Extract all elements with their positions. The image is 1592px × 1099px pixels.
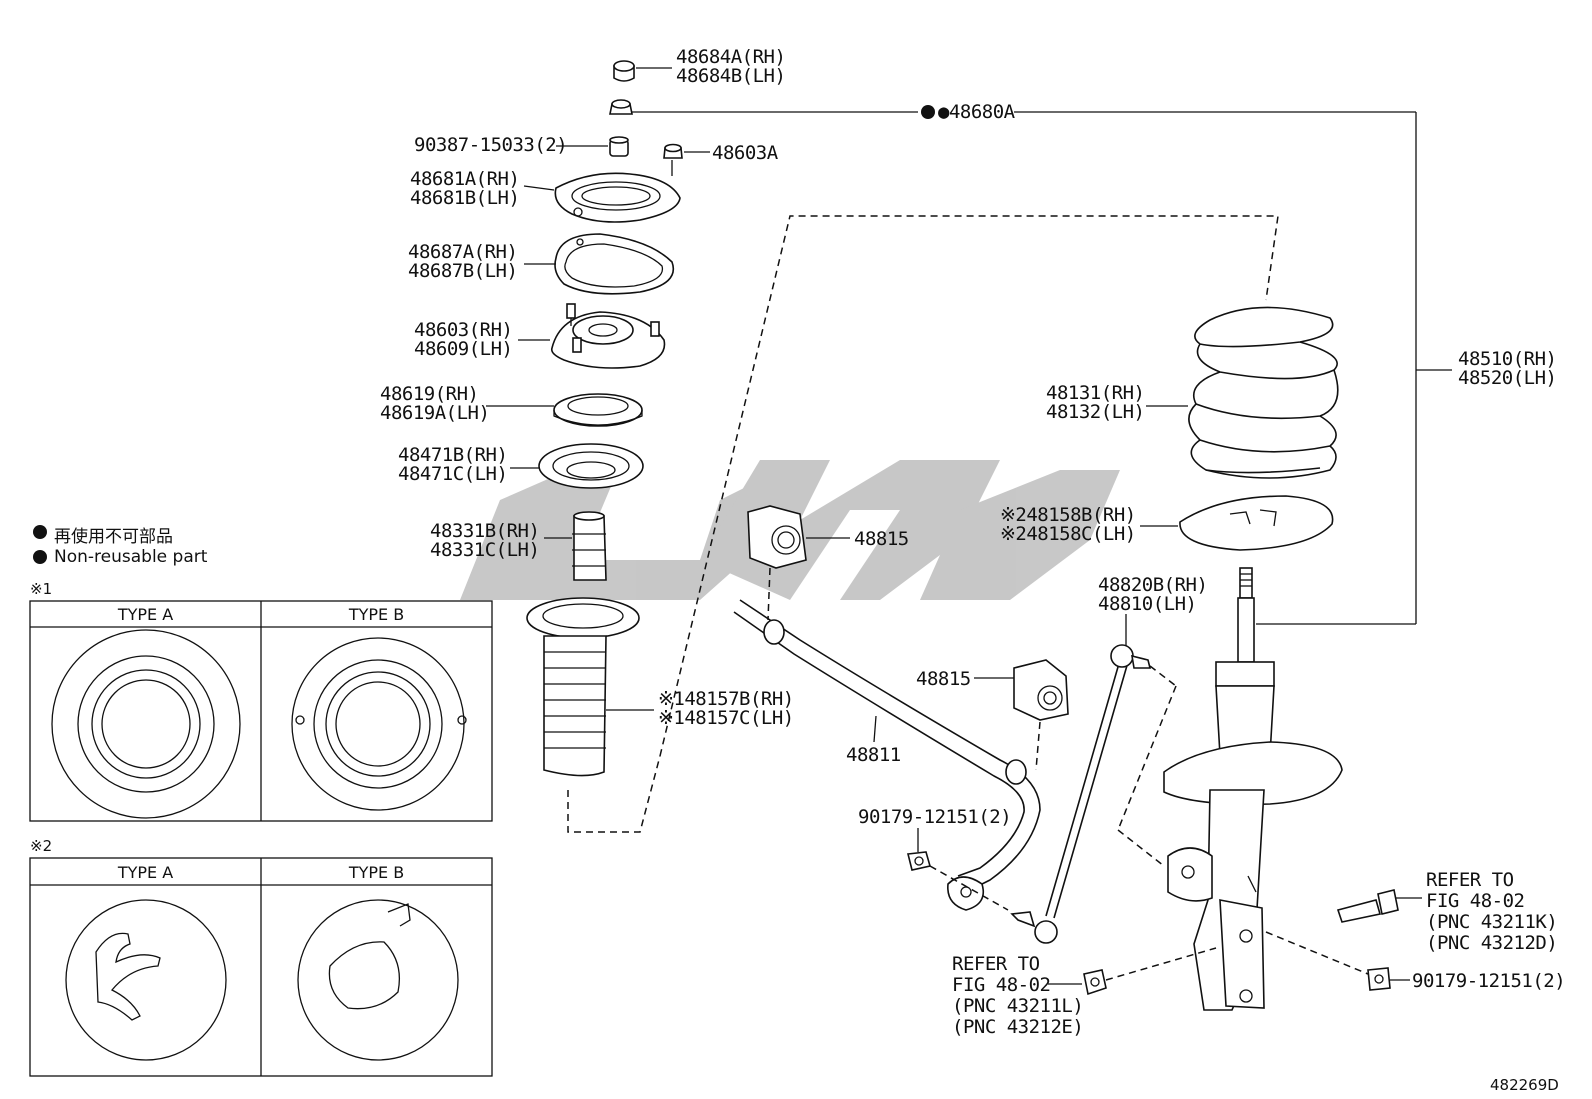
insulator-48681-icon xyxy=(554,172,681,223)
table-2-marker: ※2 xyxy=(30,837,53,855)
type-table-2 xyxy=(29,857,493,1077)
spring-insulator-48158-icon xyxy=(1179,495,1334,551)
nut-48680a-icon xyxy=(609,99,633,115)
bolt-right-icon xyxy=(1336,889,1399,923)
label-48811: 48811 xyxy=(846,744,901,766)
label-48471: 48471B(RH)48471C(LH) xyxy=(398,444,508,485)
group-bracket-top xyxy=(659,215,1279,757)
dust-boot-type-a-icon xyxy=(51,629,241,819)
spring-insulator-type-b-icon xyxy=(297,899,459,1061)
table-1-type-a-title: TYPE A xyxy=(117,605,174,624)
leader-48811 xyxy=(873,715,877,743)
table-2-type-b-title: TYPE B xyxy=(348,863,405,882)
bushing-48815a-icon xyxy=(747,505,807,569)
label-48815b: 48815 xyxy=(916,668,971,690)
label-48820: 48820B(RH)48810(LH) xyxy=(1098,574,1208,615)
dust-boot-48157-icon xyxy=(526,597,640,777)
table-2-type-a-title: TYPE A xyxy=(117,863,174,882)
dash-link-strut xyxy=(1117,829,1165,867)
label-90179b: 90179-12151(2) xyxy=(1412,970,1566,992)
type-table-1 xyxy=(29,600,493,822)
label-48815a: 48815 xyxy=(854,528,909,550)
dash-link-mid xyxy=(1117,685,1177,831)
label-48619: 48619(RH)48619A(LH) xyxy=(380,383,490,424)
label-48510: 48510(RH)48520(LH) xyxy=(1458,348,1557,389)
legend-english: Non-reusable part xyxy=(54,547,208,567)
label-48681: 48681A(RH)48681B(LH) xyxy=(410,168,520,209)
non-reusable-dot-icon xyxy=(921,105,935,119)
dash-48815b xyxy=(1035,721,1041,771)
dash-48815a xyxy=(767,567,771,621)
label-48603a: 48603A xyxy=(712,142,778,164)
table-1-type-b-title: TYPE B xyxy=(348,605,405,624)
bushing-90387-icon xyxy=(609,136,629,157)
stabilizer-link-48820-icon xyxy=(1010,644,1152,944)
label-48331: 48331B(RH)48331C(LH) xyxy=(430,520,540,561)
nut-90179a-icon xyxy=(907,851,932,871)
leader-48681 xyxy=(523,185,555,191)
label-48687: 48687A(RH)48687B(LH) xyxy=(408,241,518,282)
legend-dot-icon xyxy=(33,550,47,564)
label-48603: 48603(RH)48609(LH) xyxy=(414,319,513,360)
bushing-48815b-icon xyxy=(1013,659,1069,721)
dash-link-top xyxy=(1149,665,1177,687)
spring-seat-48471-icon xyxy=(538,443,644,489)
label-90179a: 90179-12151(2) xyxy=(858,806,1012,828)
bump-stop-48331-icon xyxy=(572,511,607,581)
legend-dot-icon xyxy=(33,525,47,539)
label-48684: 48684A(RH)48684B(LH) xyxy=(676,46,786,87)
flange-nut-left-icon xyxy=(1083,969,1107,996)
nut-90179b-icon xyxy=(1367,967,1391,991)
dash-nut-right xyxy=(1265,931,1369,975)
stabilizer-bar-48811-icon xyxy=(733,599,1041,911)
label-48158: ※248158B(RH)※248158C(LH) xyxy=(1000,504,1136,545)
label-48131: 48131(RH)48132(LH) xyxy=(1046,382,1145,423)
group-bracket-left xyxy=(567,755,661,833)
label-48157: ※148157B(RH)※148157C(LH) xyxy=(658,688,794,729)
label-90387: 90387-15033(2) xyxy=(414,134,568,156)
shock-absorber-strut-icon xyxy=(1163,567,1343,1011)
figure-id: 482269D xyxy=(1490,1076,1559,1094)
cap-48684-icon xyxy=(613,60,635,82)
label-48680a: ●48680A xyxy=(938,101,1015,123)
spring-insulator-type-a-icon xyxy=(65,899,227,1061)
dash-90179a xyxy=(929,865,1009,911)
dust-boot-type-b-icon xyxy=(291,637,467,811)
table-1-marker: ※1 xyxy=(30,580,53,598)
plate-48687-icon xyxy=(554,233,675,295)
legend-japanese: 再使用不可部品 xyxy=(54,527,173,547)
bearing-48619-icon xyxy=(553,393,643,427)
nut-48603a-icon xyxy=(663,143,683,159)
coil-spring-48131-icon xyxy=(1188,306,1339,479)
strut-mount-48603-icon xyxy=(550,303,666,369)
